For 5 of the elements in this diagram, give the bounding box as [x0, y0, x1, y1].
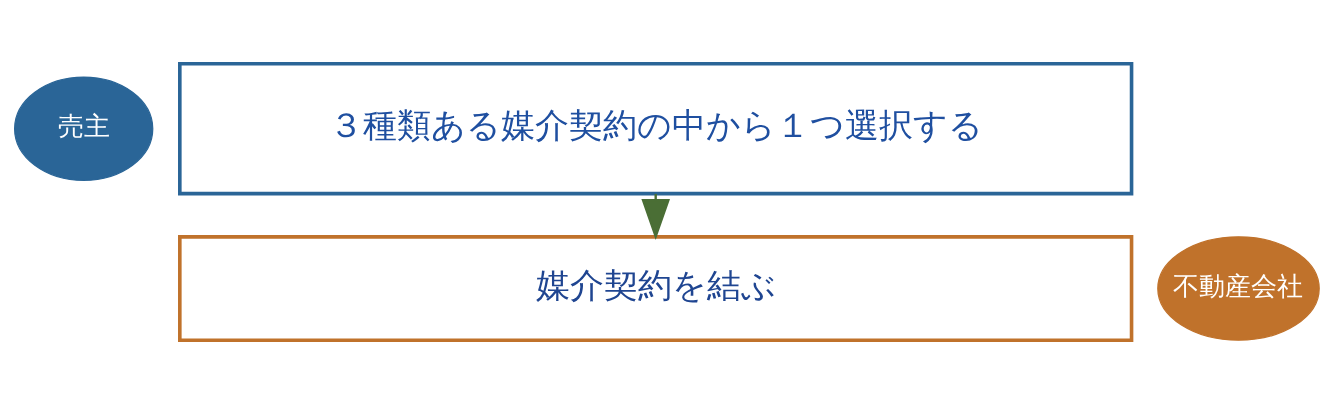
node-box: 媒介契約を結ぶ	[178, 235, 1134, 342]
node-box: ３種類ある媒介契約の中から１つ選択する	[178, 62, 1134, 196]
node-ellipse: 不動産会社	[1157, 236, 1320, 341]
arrow	[641, 193, 670, 240]
node-ellipse: 売主	[14, 76, 154, 181]
